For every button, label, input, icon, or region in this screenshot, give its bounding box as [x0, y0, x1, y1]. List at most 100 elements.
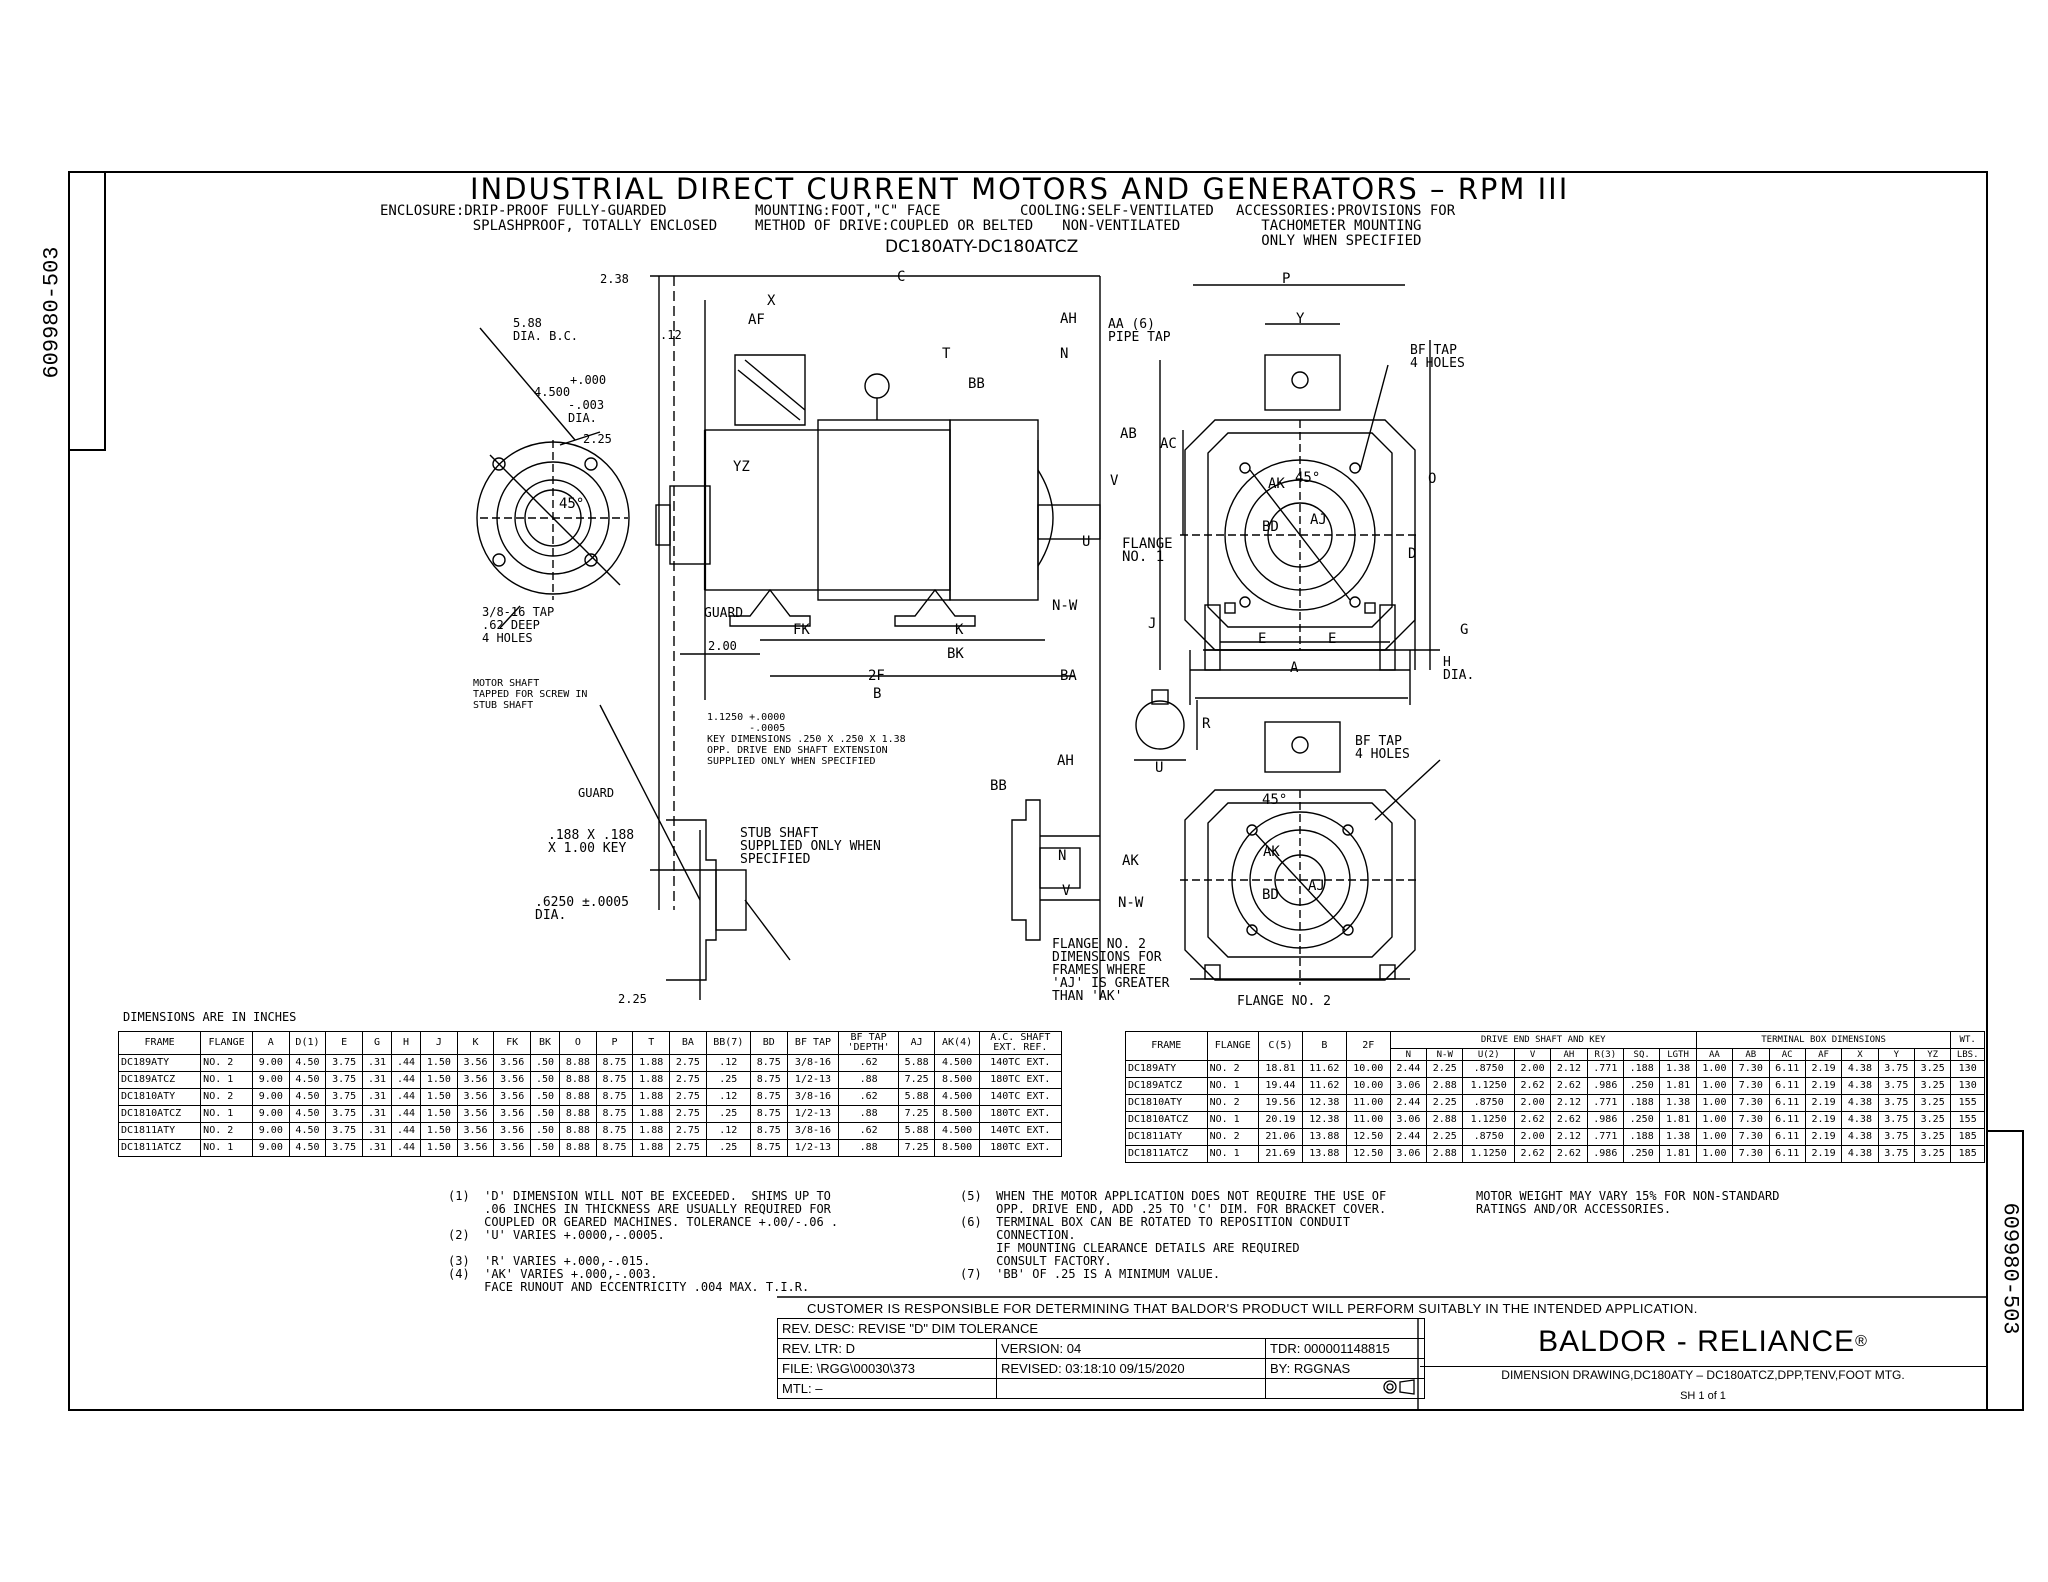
table1-cell: .50: [530, 1122, 561, 1140]
table2-cell: 7.30: [1732, 1128, 1770, 1146]
table2-cell: .771: [1586, 1094, 1625, 1112]
table1-cell: 3.56: [493, 1054, 532, 1072]
table1-cell: 1.88: [632, 1122, 671, 1140]
table2-cell: 3.75: [1877, 1111, 1916, 1129]
table2-cell: 130: [1950, 1060, 1985, 1078]
table1-header: BB(7): [705, 1031, 751, 1055]
table2-cell: 7.30: [1732, 1145, 1770, 1163]
table1-cell: 8.75: [595, 1105, 634, 1123]
table1-cell: 2.75: [669, 1054, 707, 1072]
table1-cell: DC1810ATCZ: [117, 1105, 202, 1123]
label-guard-2: GUARD: [578, 786, 615, 800]
table2-cell: 1.81: [1659, 1077, 1697, 1095]
label-a: A: [1290, 660, 1299, 676]
table2-header: FRAME: [1125, 1031, 1208, 1061]
table2-cell: 2.62: [1513, 1145, 1552, 1163]
table1-cell: 3.75: [325, 1088, 363, 1106]
table2-cell: 7.30: [1732, 1094, 1770, 1112]
table2-cell: DC189ATY: [1125, 1060, 1208, 1078]
table1-cell: .62: [838, 1054, 899, 1072]
table2-cell: 20.19: [1257, 1111, 1303, 1129]
table1-cell: 180TC EXT.: [978, 1105, 1063, 1123]
table1-cell: NO. 1: [200, 1071, 253, 1089]
table1-cell: DC1811ATY: [117, 1122, 202, 1140]
label-guard: GUARD: [704, 606, 744, 621]
table2-group-weight: WT.: [1950, 1031, 1985, 1049]
table1-cell: 8.500: [934, 1071, 980, 1089]
table2-cell: 4.38: [1841, 1111, 1879, 1129]
table2-cell: 3.25: [1913, 1145, 1952, 1163]
table2-cell: 3.25: [1913, 1128, 1952, 1146]
table1-cell: .50: [530, 1139, 561, 1157]
table2-cell: NO. 2: [1206, 1094, 1259, 1112]
flange-2-side-detail: [1011, 799, 1100, 941]
table1-cell: .50: [530, 1054, 561, 1072]
table1-cell: .88: [838, 1139, 899, 1157]
table1-header: E: [325, 1031, 363, 1055]
table1-cell: 3/8-16: [786, 1054, 840, 1072]
table1-cell: 4.500: [934, 1054, 980, 1072]
table1-cell: 4.500: [934, 1122, 980, 1140]
table1-cell: 1/2-13: [786, 1139, 840, 1157]
table1-cell: .44: [390, 1122, 422, 1140]
table2-cell: 2.00: [1513, 1094, 1552, 1112]
table2-cell: 3.75: [1877, 1128, 1916, 1146]
table1-header: P: [595, 1031, 634, 1055]
table2-cell: .188: [1622, 1128, 1661, 1146]
customer-responsibility-note: CUSTOMER IS RESPONSIBLE FOR DETERMINING …: [807, 1301, 1698, 1316]
table1-cell: 4.50: [288, 1088, 327, 1106]
table2-cell: 1.38: [1659, 1128, 1697, 1146]
header-cooling: COOLING:SELF-VENTILATED NON-VENTILATED: [1020, 203, 1214, 234]
dims-note: DIMENSIONS ARE IN INCHES: [123, 1010, 297, 1024]
table2-cell: 1.00: [1695, 1094, 1734, 1112]
stub-shaft-detail: [650, 819, 791, 1000]
table1-cell: 8.75: [749, 1139, 788, 1157]
table1-cell: 5.88: [897, 1088, 936, 1106]
table1-header: A.C. SHAFT EXT. REF.: [978, 1031, 1063, 1055]
table1-cell: DC1811ATCZ: [117, 1139, 202, 1157]
table2-cell: 3.06: [1389, 1111, 1428, 1129]
label-motor-shaft: MOTOR SHAFT TAPPED FOR SCREW IN STUB SHA…: [473, 678, 588, 711]
table2-cell: 19.44: [1257, 1077, 1303, 1095]
table1-cell: 2.75: [669, 1071, 707, 1089]
table1-header: G: [361, 1031, 393, 1055]
table2-cell: 1.00: [1695, 1077, 1734, 1095]
table2-cell: NO. 1: [1206, 1111, 1259, 1129]
table2-cell: 6.11: [1768, 1060, 1806, 1078]
drawing-title: INDUSTRIAL DIRECT CURRENT MOTORS AND GEN…: [470, 172, 1570, 206]
table1-cell: 8.88: [559, 1122, 597, 1140]
table1-cell: 7.25: [897, 1105, 936, 1123]
label-c: C: [897, 269, 906, 285]
label-ah-2: AH: [1057, 753, 1074, 769]
table1-cell: .62: [838, 1088, 899, 1106]
table1-cell: 2.75: [669, 1139, 707, 1157]
table1-cell: 8.500: [934, 1139, 980, 1157]
table2-cell: 11.62: [1301, 1077, 1347, 1095]
table2-cell: 1.00: [1695, 1111, 1734, 1129]
table2-cell: 2.19: [1804, 1094, 1843, 1112]
table2-subheader: U(2): [1462, 1048, 1515, 1061]
revised-by: BY: RGGNAS: [1265, 1358, 1425, 1379]
title-block-divider: [1420, 1366, 1986, 1367]
flange-end-view-left: [476, 327, 630, 629]
table1-cell: 4.50: [288, 1054, 327, 1072]
table1-cell: 7.25: [897, 1139, 936, 1157]
table2-cell: 2.25: [1426, 1094, 1464, 1112]
table1-header: FK: [493, 1031, 532, 1055]
label-2-25: 2.25: [583, 432, 612, 446]
table2-cell: 1.81: [1659, 1145, 1697, 1163]
table2-cell: 3.25: [1913, 1060, 1952, 1078]
table2-cell: .8750: [1462, 1128, 1515, 1146]
table1-cell: DC1810ATY: [117, 1088, 202, 1106]
table1-cell: 8.500: [934, 1105, 980, 1123]
table2-subheader: Y: [1877, 1048, 1916, 1061]
table1-cell: 8.88: [559, 1139, 597, 1157]
table2-cell: 4.38: [1841, 1128, 1879, 1146]
